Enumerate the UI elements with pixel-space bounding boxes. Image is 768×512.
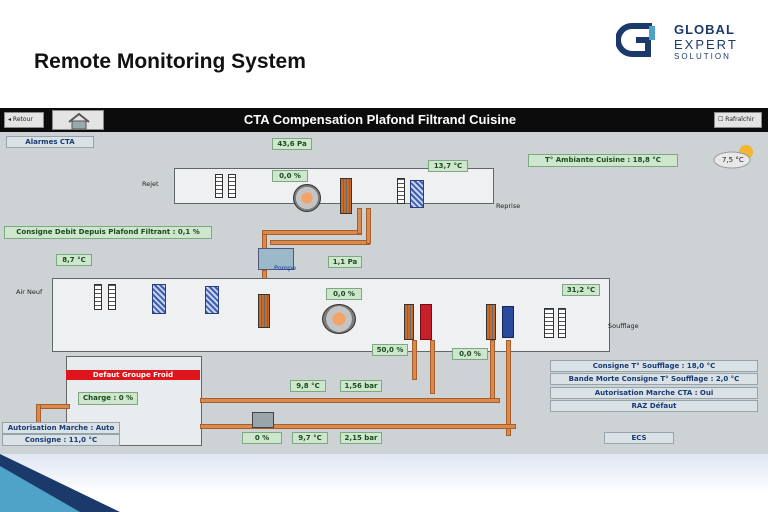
logo-text-3: SOLUTION — [674, 52, 731, 61]
cold-coil-indicator — [502, 306, 514, 338]
bande-morte-setting[interactable]: Bande Morte Consigne T° Soufflage : 2,0 … — [550, 373, 758, 385]
temp-soufflage-value: 31,2 °C — [562, 284, 600, 296]
cold-coil — [486, 304, 496, 340]
temp-reprise-value: 13,7 °C — [428, 160, 468, 172]
logo-text-1: GLOBAL — [674, 22, 735, 37]
hot-coil-indicator — [420, 304, 432, 340]
pipe-h2 — [270, 240, 370, 245]
valve-cold-percent: 0,0 % — [452, 348, 488, 360]
weather-temp: 7,5 °C — [722, 156, 744, 164]
chw-pipe-1 — [40, 404, 70, 409]
ecs-button[interactable]: ECS — [604, 432, 674, 444]
valve-hot-percent: 50,0 % — [372, 344, 408, 356]
label-pompe: Pompe — [274, 264, 297, 272]
screen-title: CTA Compensation Plafond Filtrand Cuisin… — [243, 112, 517, 127]
back-button[interactable]: ◂ Retour — [4, 112, 44, 128]
chiller-charge-value: Charge : 0 % — [78, 392, 138, 405]
logo-icon — [616, 23, 655, 57]
temp-97-value: 9,7 °C — [292, 432, 328, 444]
air-neuf-damper-2 — [108, 284, 116, 310]
label-rejet: Rejet — [142, 180, 159, 188]
extract-duct — [174, 168, 494, 204]
temp-98-value: 9,8 °C — [290, 380, 326, 392]
air-neuf-filter-2 — [205, 286, 219, 314]
scada-screen: ◂ Retour CTA Compensation Plafond Filtra… — [0, 108, 768, 454]
cold-pipe-2 — [506, 340, 511, 436]
logo-text-2: EXPERT — [674, 37, 738, 52]
recovery-coil-top — [340, 178, 352, 214]
reprise-damper — [397, 178, 405, 204]
autorisation-cta-setting[interactable]: Autorisation Marche CTA : Oui — [550, 387, 758, 399]
hot-pipe-2 — [430, 340, 435, 394]
footer-band — [0, 454, 768, 512]
hot-pipe-1 — [412, 340, 417, 380]
cold-pipe-1 — [490, 340, 495, 400]
title-bar: ◂ Retour CTA Compensation Plafond Filtra… — [0, 108, 768, 132]
rejet-damper — [215, 174, 223, 198]
extract-fan-icon — [293, 184, 321, 212]
home-button[interactable] — [52, 110, 104, 130]
pipe-h1 — [262, 230, 362, 235]
pump-icon[interactable] — [258, 248, 294, 270]
footer-decoration — [0, 454, 120, 512]
soufflage-damper — [544, 308, 554, 338]
air-neuf-damper — [94, 284, 102, 310]
chiller-fault-banner: Defaut Groupe Froid — [66, 370, 200, 380]
refresh-button[interactable]: ☐ Rafraîchir — [714, 112, 762, 128]
fan-mid-percent: 0,0 % — [326, 288, 362, 300]
ambient-temp-value: T° Ambiante Cuisine : 18,8 °C — [528, 154, 678, 167]
chw-pipe-3 — [200, 398, 500, 403]
consigne-froid-setting[interactable]: Consigne : 11,0 °C — [2, 434, 120, 446]
soufflage-damper-2 — [558, 308, 566, 338]
pressure-top-value: 43,6 Pa — [272, 138, 312, 150]
chw-pump-icon[interactable] — [252, 412, 274, 428]
label-reprise: Reprise — [496, 202, 521, 210]
rejet-damper-2 — [228, 174, 236, 198]
weather-icon — [713, 145, 753, 169]
pipe-v3 — [366, 208, 371, 244]
air-neuf-filter-1 — [152, 284, 166, 314]
home-icon — [68, 112, 90, 130]
slide-title: Remote Monitoring System — [34, 50, 306, 73]
pressure-215-value: 2,15 bar — [340, 432, 382, 444]
company-logo: GLOBAL EXPERT SOLUTION — [614, 16, 764, 66]
hot-coil — [404, 304, 414, 340]
chw-pipe-4 — [200, 424, 516, 429]
label-soufflage: Soufflage — [608, 322, 639, 330]
supply-fan-icon — [322, 304, 356, 334]
pump-percent-value: 0 % — [242, 432, 282, 444]
pressure-156-value: 1,56 bar — [340, 380, 382, 392]
temp-air-neuf-value: 8,7 °C — [56, 254, 92, 266]
autorisation-marche-setting[interactable]: Autorisation Marche : Auto — [2, 422, 120, 434]
alarms-button[interactable]: Alarmes CTA — [6, 136, 94, 148]
consigne-debit-value: Consigne Debit Depuis Plafond Filtrant :… — [4, 226, 212, 239]
label-air-neuf: Air Neuf — [16, 288, 43, 296]
raz-defaut-button[interactable]: RAZ Défaut — [550, 400, 758, 412]
fan-top-percent: 0,0 % — [272, 170, 308, 182]
consigne-soufflage-setting[interactable]: Consigne T° Soufflage : 18,0 °C — [550, 360, 758, 372]
pipe-v2 — [357, 208, 362, 234]
reprise-filter — [410, 180, 424, 208]
recovery-coil-bottom — [258, 294, 270, 328]
pressure-mid-value: 1,1 Pa — [328, 256, 362, 268]
